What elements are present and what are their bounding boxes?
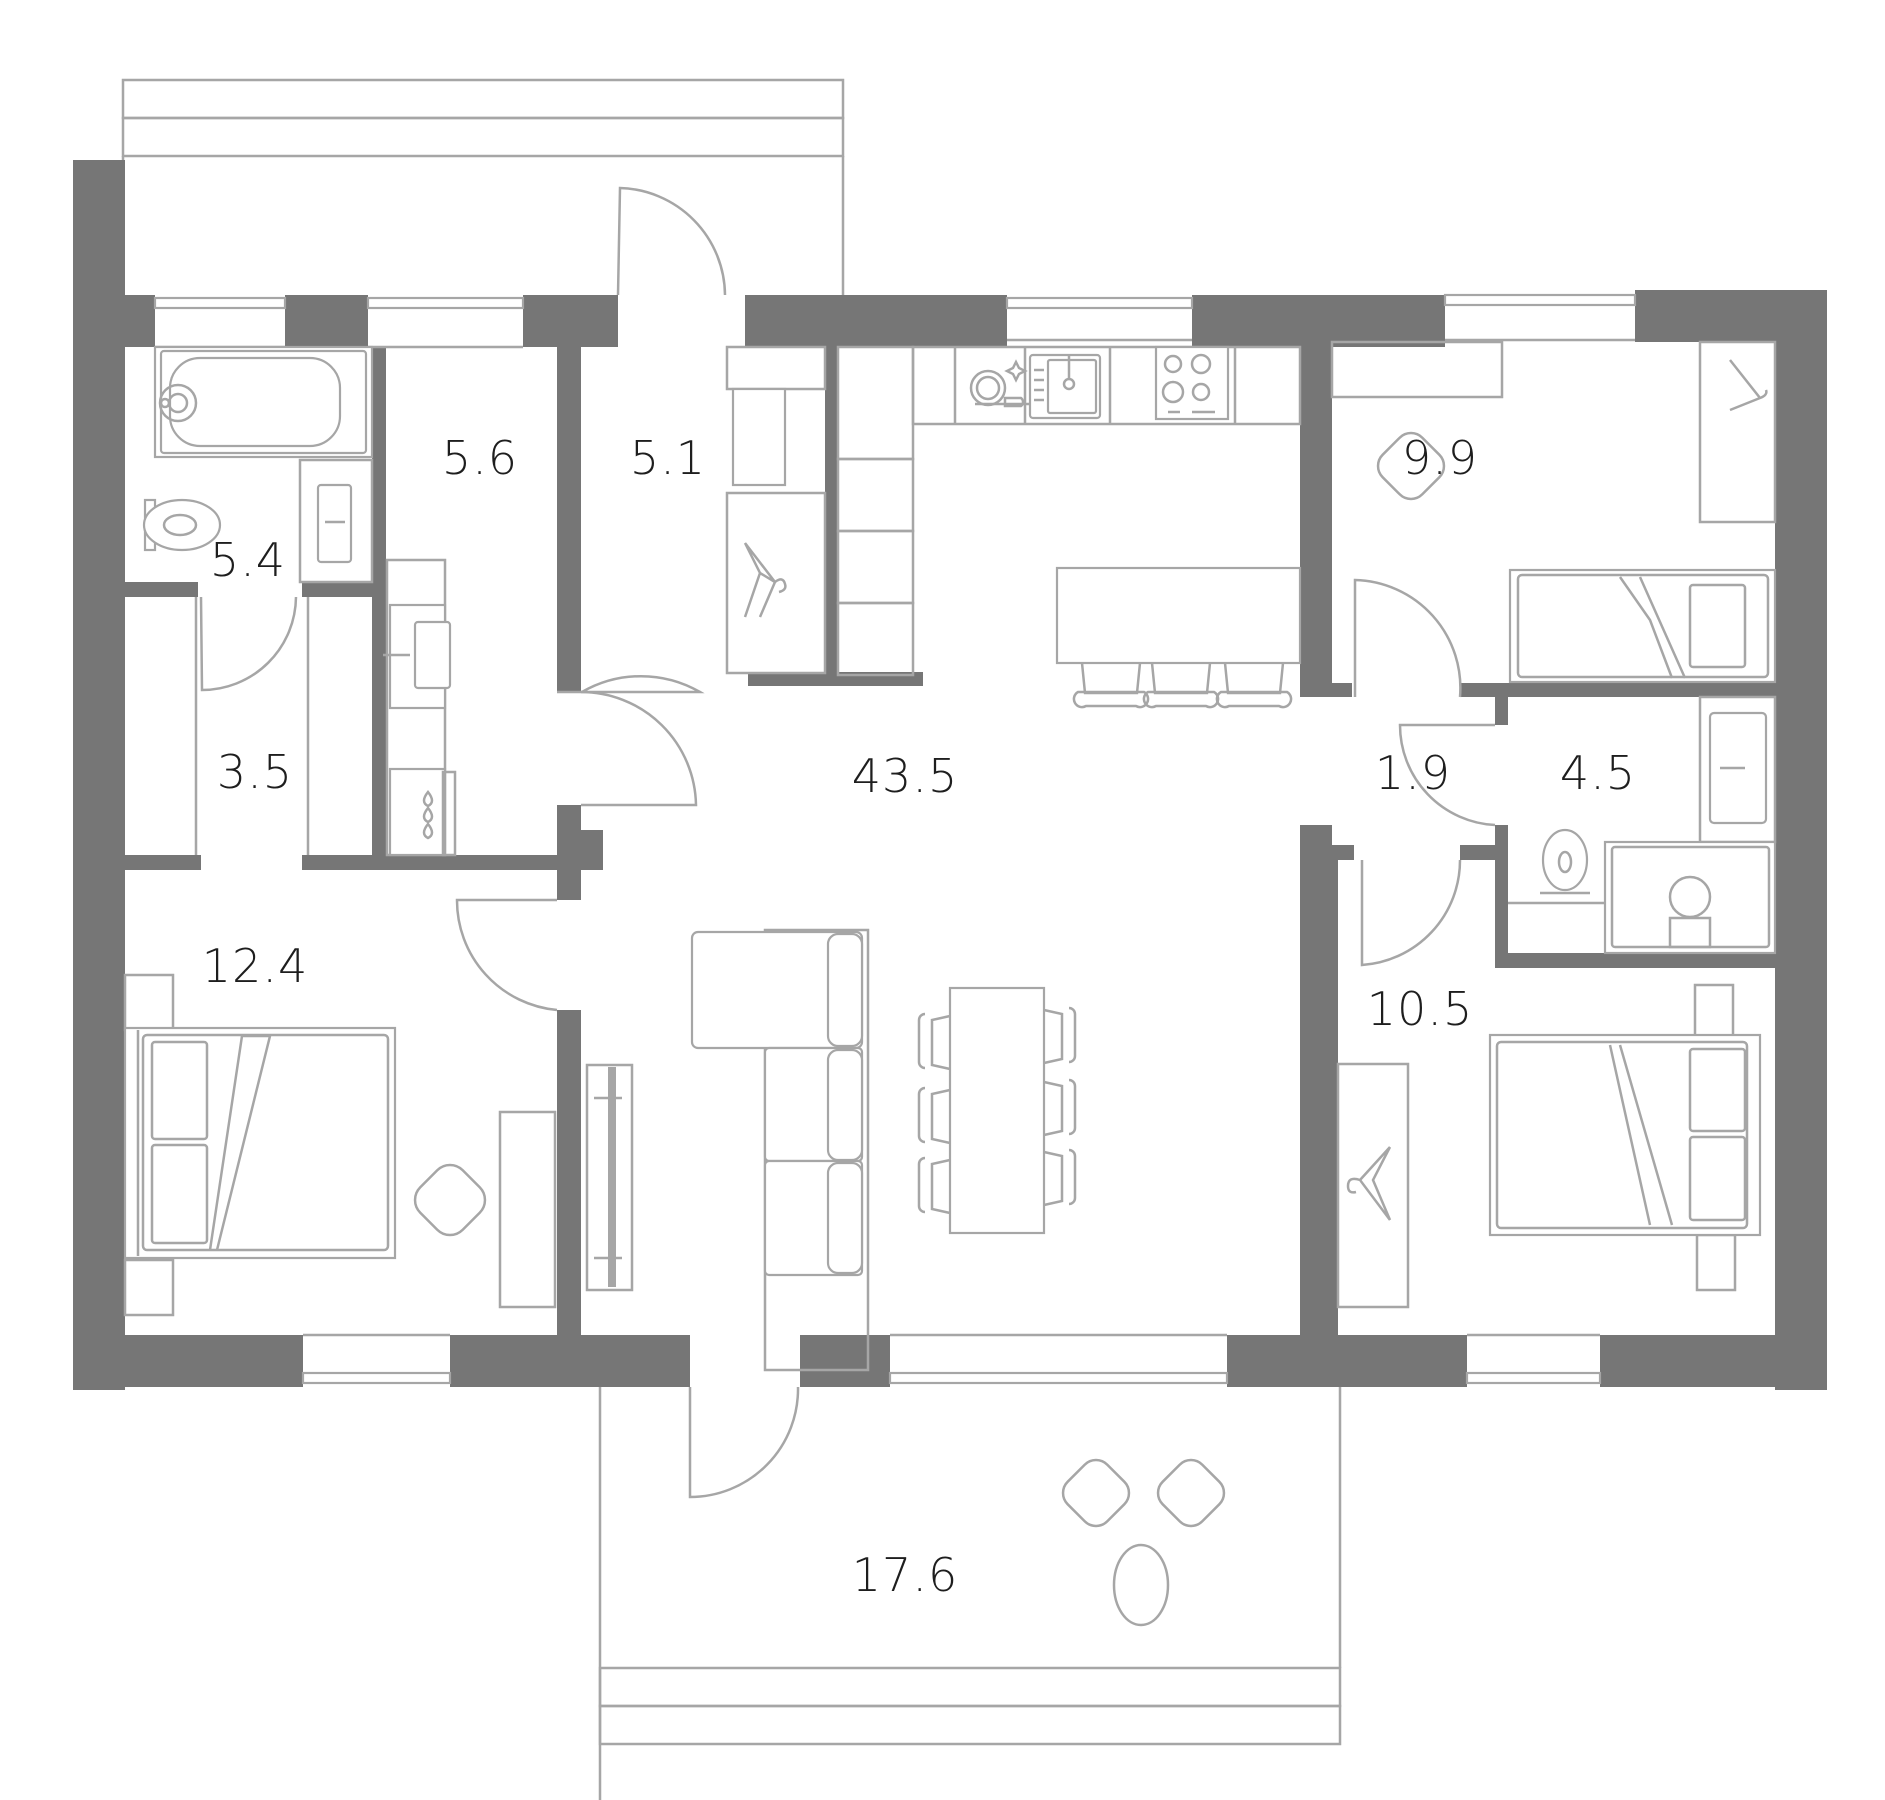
lounge-chair-icon [1156,1458,1226,1528]
dining-chair-icon [917,1156,951,1215]
dining-chair-icon [1043,1148,1077,1207]
round-table-icon [1112,1543,1170,1627]
room-area-bedroom-northeast[interactable]: 9.9 [1401,431,1479,485]
bathtub-icon [153,345,374,459]
hanger-icon [1729,359,1768,412]
laundry-counter [383,558,457,857]
kitchen-tall-cabinets [836,345,915,677]
terrace-furniture [1061,1458,1226,1627]
blanket-fold [1608,1044,1674,1226]
bedroom-west-door [455,898,558,1012]
north-balcony [121,78,845,295]
bedroom-ne-furniture [1330,340,1777,684]
water-drops-icon [422,789,434,840]
bedroom-west-furniture [123,973,557,1317]
kitchen-island [1055,566,1302,709]
shower-icon [1603,840,1777,955]
desk-chair-icon [1376,431,1446,501]
pillow-icon [1688,583,1747,669]
room-area-closet[interactable]: 3.5 [216,745,294,799]
pillow-icon [150,1040,209,1141]
tv-stand-icon [585,1063,634,1292]
dining-chair-icon [917,1012,951,1071]
dining-chair-icon [1043,1006,1077,1065]
windows [153,293,1637,1385]
dining-chair-icon [1043,1078,1077,1137]
doors [199,186,1496,1499]
desk-chair-icon [413,1163,487,1237]
kitchen-counter [911,345,1302,426]
sofa-icon [690,928,870,1372]
bathroom-door [199,596,298,692]
stool-icon [1142,662,1220,709]
bedroom-ne-door [1353,578,1462,698]
walls [73,160,1827,1390]
pillow-icon [1688,1047,1747,1133]
hall-wardrobe [725,345,827,675]
blanket-fold [1618,576,1687,679]
stool-icon [1215,662,1293,709]
terrace-outline [598,1385,1342,1800]
room-area-wc[interactable]: 4.5 [1559,746,1637,800]
kitchen-sink-icon [1028,353,1102,420]
toilet-icon [142,498,222,552]
dining-table [917,986,1077,1235]
lounge-chair-icon [1061,1458,1131,1528]
room-area-bedroom-southeast[interactable]: 10.5 [1366,982,1474,1036]
bedroom-se-door [1360,859,1462,967]
dishwasher-icon [969,359,1030,408]
stool-icon [1072,662,1150,709]
room-area-entry-hall[interactable]: 5.1 [629,431,707,485]
pillow-icon [1688,1135,1747,1222]
hanger-icon [1346,1146,1392,1221]
wc-door [1398,723,1496,827]
room-area-living-kitchen[interactable]: 43.5 [851,749,959,803]
cooktop-icon [1154,345,1230,421]
terrace-door [688,1386,800,1499]
entrance-door[interactable] [616,186,727,296]
toilet-icon [1540,828,1590,895]
pillow-icon [150,1143,209,1245]
room-area-laundry[interactable]: 5.6 [441,431,519,485]
room-area-terrace[interactable]: 17.6 [851,1548,959,1602]
wc-fixtures [1508,695,1777,955]
room-area-hall-small[interactable]: 1.9 [1374,746,1452,800]
room-area-bedroom-west[interactable]: 12.4 [201,939,309,993]
dining-chair-icon [917,1086,951,1145]
room-area-bathroom[interactable]: 5.4 [209,533,287,587]
blanket-fold [208,1034,272,1251]
laundry-door [580,690,698,807]
sink-icon [298,458,374,584]
closet-shelves [194,597,310,855]
hanger-icon [743,542,787,618]
bedroom-se-furniture [1336,983,1762,1309]
